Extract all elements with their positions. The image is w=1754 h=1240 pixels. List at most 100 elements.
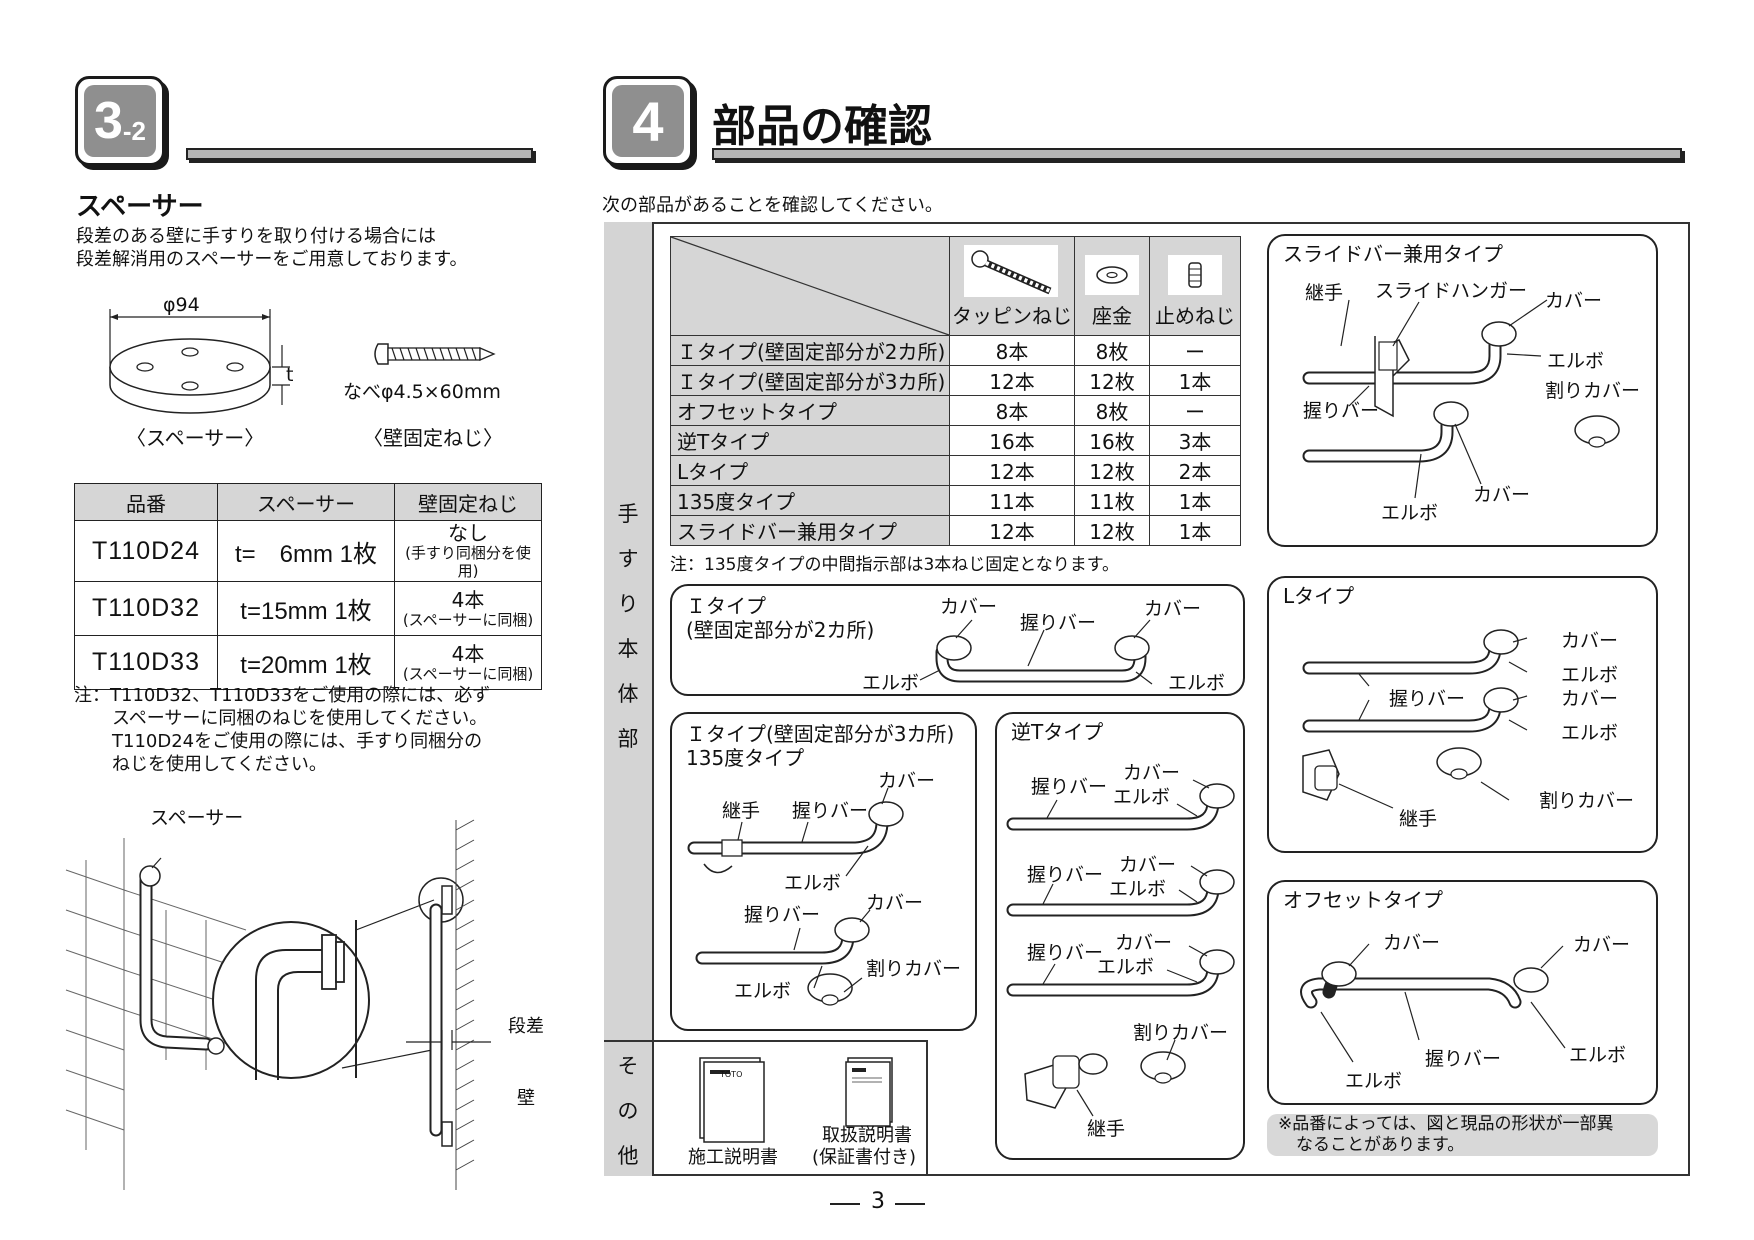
doc-user-manual-sub: (保証書付き)	[812, 1147, 917, 1168]
illus-label-wall: 壁	[517, 1088, 535, 1109]
label-cover: カバー	[1123, 762, 1181, 784]
user-manual-icon	[845, 1057, 893, 1127]
product-code: T110D24	[74, 520, 218, 582]
label-cover: カバー	[878, 770, 936, 792]
parts-intro: 次の部品があることを確認してください。	[602, 195, 943, 216]
table-row: T110D24 t= 6mm 1枚 なし(手すり同梱分を使用)	[74, 520, 542, 582]
washer-icon	[1096, 266, 1128, 284]
box-title: Ｉタイプ	[686, 594, 766, 618]
section-badge-4: 4	[603, 76, 693, 166]
label-grip-bar: 握りバー	[744, 904, 821, 926]
label-elbow: エルボ	[1381, 502, 1439, 524]
label-elbow: エルボ	[1345, 1070, 1403, 1092]
label-elbow: エルボ	[1547, 350, 1605, 372]
label-split-cover: 割りカバー	[1545, 380, 1641, 402]
table-row: T110D32 t=15mm 1枚 4本(スペーサーに同梱)	[74, 581, 542, 636]
header-washer: 座金	[1074, 236, 1150, 336]
label-grip-bar: 握りバー	[1020, 612, 1097, 634]
box-title: 逆Tタイプ	[1011, 720, 1104, 744]
label-joint: 継手	[1087, 1118, 1126, 1140]
header-tapping-screw: タッピンねじ	[949, 236, 1075, 336]
label-grip-bar: 握りバー	[1031, 776, 1108, 798]
spacer-note-line-1: 注：T110D32、T110D33をご使用の際には、必ず	[74, 685, 491, 706]
section-badge-3-2: 3-2	[75, 76, 165, 166]
box-inverted-t-type: 逆Tタイプ 握りバー カバー エルボ 握りバー カバー エルボ 握りバー カバー…	[995, 712, 1245, 1160]
i-type-2-illustration	[919, 619, 1153, 685]
disclaimer-line-1: ※品番によっては、図と現品の形状が一部異	[1278, 1114, 1614, 1134]
parts-table-note: 注：135度タイプの中間指示部は3本ねじ固定となります。	[670, 555, 1120, 575]
label-slide-hanger: スライドハンガー	[1375, 280, 1528, 302]
label-grip-bar: 握りバー	[1425, 1048, 1502, 1070]
table-header: スペーサー	[217, 483, 395, 521]
box-i-type-2: Ｉタイプ (壁固定部分が2カ所) カバー カバー 握りバー エルボ エルボ	[670, 584, 1245, 696]
label-elbow: エルボ	[862, 672, 920, 694]
box-l-type: Lタイプ カバー エルボ 握りバー カバー エルボ 継手 割りカバー	[1267, 576, 1658, 853]
label-elbow: エルボ	[1113, 786, 1171, 808]
installation-manual-icon	[699, 1057, 765, 1143]
spacer-disk-illustration	[109, 309, 290, 414]
spacer-dim-diameter: φ94	[163, 294, 200, 316]
spacer-intro-line-2: 段差解消用のスペーサーをご用意しております。	[76, 249, 468, 270]
spacer-thickness: t=20mm 1枚	[217, 635, 395, 690]
section-rule-3-2	[186, 148, 533, 160]
spacer-note-line-4: ねじを使用してください。	[112, 754, 327, 775]
box-subtitle: (壁固定部分が2カ所)	[686, 618, 875, 642]
box-i-type-3-and-135: Ｉタイプ(壁固定部分が3カ所) 135度タイプ 継手 握りバー カバー エルボ …	[670, 712, 977, 1031]
label-joint: 継手	[1305, 282, 1344, 304]
box-title: スライドバー兼用タイプ	[1283, 242, 1503, 266]
spacer-thickness: t=15mm 1枚	[217, 581, 395, 636]
label-elbow: エルボ	[1561, 664, 1619, 686]
label-cover: カバー	[1119, 854, 1177, 876]
label-cover: カバー	[1144, 598, 1202, 620]
table-header-row: 品番 スペーサー 壁固定ねじ	[74, 483, 542, 521]
offset-type-illustration	[1300, 943, 1566, 1063]
box-title: オフセットタイプ	[1283, 888, 1443, 912]
tapping-screw-icon	[971, 250, 1052, 295]
doc-brand: TOTO	[720, 1070, 743, 1079]
label-cover: カバー	[940, 596, 998, 618]
doc-user-manual: 取扱説明書	[822, 1125, 912, 1146]
label-joint: 継手	[1399, 808, 1438, 830]
other-items-panel	[654, 1040, 928, 1176]
spacer-intro-line-1: 段差のある壁に手すりを取り付ける場合には	[76, 226, 436, 247]
slide-bar-illustration	[1302, 299, 1620, 499]
disclaimer-line-2: なることがあります。	[1296, 1135, 1465, 1155]
label-cover: カバー	[866, 892, 924, 914]
set-screw-icon	[1188, 262, 1202, 288]
label-split-cover: 割りカバー	[1133, 1022, 1229, 1044]
installation-illustration	[65, 819, 491, 1190]
spacer-note-line-2: スペーサーに同梱のねじを使用してください。	[112, 708, 488, 729]
screw-cell: 4本(スペーサーに同梱)	[394, 635, 542, 690]
label-grip-bar: 握りバー	[1027, 942, 1104, 964]
label-split-cover: 割りカバー	[1539, 790, 1635, 812]
box-title: Ｉタイプ(壁固定部分が3カ所)	[686, 722, 955, 746]
label-elbow: エルボ	[734, 980, 792, 1002]
header-set-screw: 止めねじ	[1149, 236, 1241, 336]
label-grip-bar: 握りバー	[1027, 864, 1104, 886]
label-cover: カバー	[1383, 932, 1441, 954]
table-row: T110D33 t=20mm 1枚 4本(スペーサーに同梱)	[74, 635, 542, 690]
i-type-3-illustration	[687, 787, 904, 1006]
table-header: 壁固定ねじ	[394, 483, 542, 521]
box-title: Lタイプ	[1283, 584, 1355, 608]
diagonal-header	[670, 236, 950, 336]
label-cover: カバー	[1561, 630, 1619, 652]
label-joint: 継手	[722, 800, 761, 822]
inverted-t-illustration	[1006, 779, 1235, 1117]
label-elbow: エルボ	[1097, 956, 1155, 978]
spacer-spec-table: 品番 スペーサー 壁固定ねじ T110D24 t= 6mm 1枚 なし(手すり同…	[74, 483, 542, 690]
label-grip-bar: 握りバー	[1389, 688, 1466, 710]
label-cover: カバー	[1473, 484, 1531, 506]
product-code: T110D33	[74, 635, 218, 690]
product-code: T110D32	[74, 581, 218, 636]
wall-screw-illustration	[374, 343, 496, 365]
side-column-main: 手 す り 本 体 部	[604, 222, 654, 1040]
l-type-illustration	[1302, 629, 1528, 809]
label-grip-bar: 握りバー	[792, 800, 869, 822]
